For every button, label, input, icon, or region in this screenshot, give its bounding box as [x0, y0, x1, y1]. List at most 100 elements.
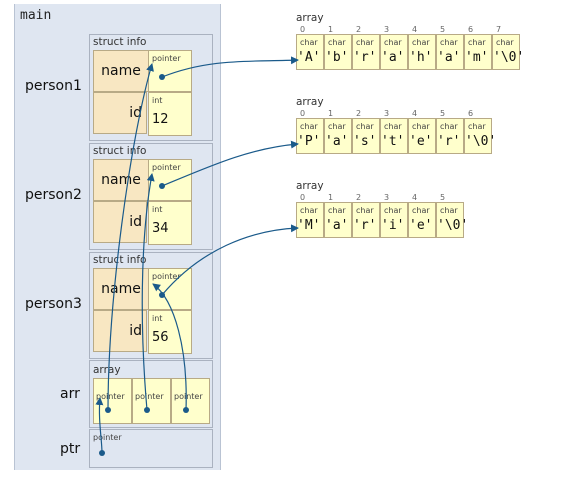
person1-name-arrow: [161, 56, 299, 78]
heap-array-title: array: [296, 12, 324, 24]
heap-array-cell-value: '\0': [465, 134, 497, 149]
heap-array-cell-value: 'r': [437, 134, 461, 149]
field-id-type: int: [152, 205, 163, 214]
heap-array-cell-type: char: [328, 122, 346, 131]
heap-array-cell-value: 'r': [353, 218, 377, 233]
arr0-arrow: [107, 63, 154, 411]
heap-array-cell-value: 'a': [437, 50, 461, 65]
field-id-key: id: [93, 92, 147, 134]
arr-cell-type: pointer: [174, 392, 203, 401]
heap-array-index: 5: [440, 109, 446, 118]
heap-array-cell: [408, 34, 436, 70]
arr-label: arr: [60, 386, 80, 402]
heap-array-index: 2: [356, 193, 362, 202]
heap-array-cell-value: 'a': [325, 218, 349, 233]
heap-array-cell: [324, 34, 352, 70]
heap-array-index: 6: [468, 25, 474, 34]
heap-array-cell-value: 'i': [381, 218, 405, 233]
heap-array-cell: [464, 34, 492, 70]
heap-array-index: 0: [300, 25, 306, 34]
heap-array-index: 7: [496, 25, 502, 34]
heap-array-cell-type: char: [412, 122, 430, 131]
field-name-type: pointer: [152, 163, 181, 172]
heap-array-cell: [352, 34, 380, 70]
heap-array-cell: [324, 118, 352, 154]
heap-array-cell-type: char: [468, 38, 486, 47]
person2-name-dot: [159, 183, 165, 189]
heap-array-cell: [352, 202, 380, 238]
heap-array-cell-value: 's': [353, 134, 377, 149]
arr-cell: [171, 378, 210, 424]
person-label: person1: [25, 78, 82, 94]
field-name-type: pointer: [152, 272, 181, 281]
heap-array-cell-value: '\0': [493, 50, 525, 65]
field-id-value-cell: [148, 201, 192, 245]
heap-array-cell-type: char: [328, 38, 346, 47]
heap-array-cell-type: char: [440, 122, 458, 131]
heap-array-cell-value: 'e': [409, 134, 433, 149]
heap-array-index: 0: [300, 193, 306, 202]
heap-array-index: 1: [328, 25, 334, 34]
heap-array-cell-type: char: [412, 206, 430, 215]
arr-cell-type: pointer: [96, 392, 125, 401]
person3-name-arrow: [161, 224, 299, 296]
heap-array-cell: [464, 118, 492, 154]
heap-array-cell: [296, 118, 324, 154]
person-label: person3: [25, 296, 82, 312]
heap-array-index: 4: [412, 109, 418, 118]
heap-array-index: 3: [384, 193, 390, 202]
heap-array-cell-type: char: [356, 38, 374, 47]
field-id-value: 56: [152, 330, 169, 345]
heap-array-cell-type: char: [300, 38, 318, 47]
heap-array-cell-value: 'a': [381, 50, 405, 65]
heap-array-cell: [436, 202, 464, 238]
heap-array-cell-value: 'A': [297, 50, 321, 65]
heap-array-cell-value: 'e': [409, 218, 433, 233]
heap-array-index: 2: [356, 25, 362, 34]
heap-array-cell-type: char: [440, 38, 458, 47]
arr-title: array: [93, 364, 121, 376]
field-id-type: int: [152, 314, 163, 323]
arr2-arrow: [152, 283, 187, 411]
heap-array-cell: [436, 34, 464, 70]
person3-name-dot: [159, 292, 165, 298]
arr-cell-type: pointer: [135, 392, 164, 401]
heap-array-cell: [352, 118, 380, 154]
heap-array-cell-type: char: [356, 122, 374, 131]
field-id-type: int: [152, 96, 163, 105]
heap-array-cell-value: 'P': [297, 134, 321, 149]
heap-array-cell: [380, 118, 408, 154]
heap-array-cell-type: char: [384, 38, 402, 47]
arr-cell: [132, 378, 171, 424]
field-name-key: name: [93, 268, 149, 310]
ptr-arrow: [95, 397, 104, 454]
heap-array-cell: [324, 202, 352, 238]
heap-array-title: array: [296, 96, 324, 108]
heap-array-index: 5: [440, 25, 446, 34]
heap-array-cell-type: char: [412, 38, 430, 47]
heap-array-index: 4: [412, 193, 418, 202]
heap-array-cell-type: char: [440, 206, 458, 215]
frame-title: main: [20, 8, 52, 23]
heap-array-index: 1: [328, 193, 334, 202]
ptr-type: pointer: [93, 433, 122, 442]
field-name-key: name: [93, 159, 149, 201]
heap-array-cell: [408, 202, 436, 238]
ptr-dot: [99, 450, 105, 456]
heap-array-cell: [380, 202, 408, 238]
heap-array-title: array: [296, 180, 324, 192]
ptr-box: [89, 429, 213, 468]
heap-array-index: 3: [384, 109, 390, 118]
heap-array-cell-value: 'h': [409, 50, 433, 65]
heap-array-cell: [436, 118, 464, 154]
heap-array-cell-type: char: [384, 122, 402, 131]
field-id-value-cell: [148, 310, 192, 354]
person-label: person2: [25, 187, 82, 203]
heap-array-index: 5: [440, 193, 446, 202]
field-id-value: 34: [152, 221, 169, 236]
heap-array-index: 3: [384, 25, 390, 34]
heap-array-cell-type: char: [300, 206, 318, 215]
field-id-value-cell: [148, 92, 192, 136]
heap-array-index: 0: [300, 109, 306, 118]
person2-name-arrow: [161, 140, 299, 187]
